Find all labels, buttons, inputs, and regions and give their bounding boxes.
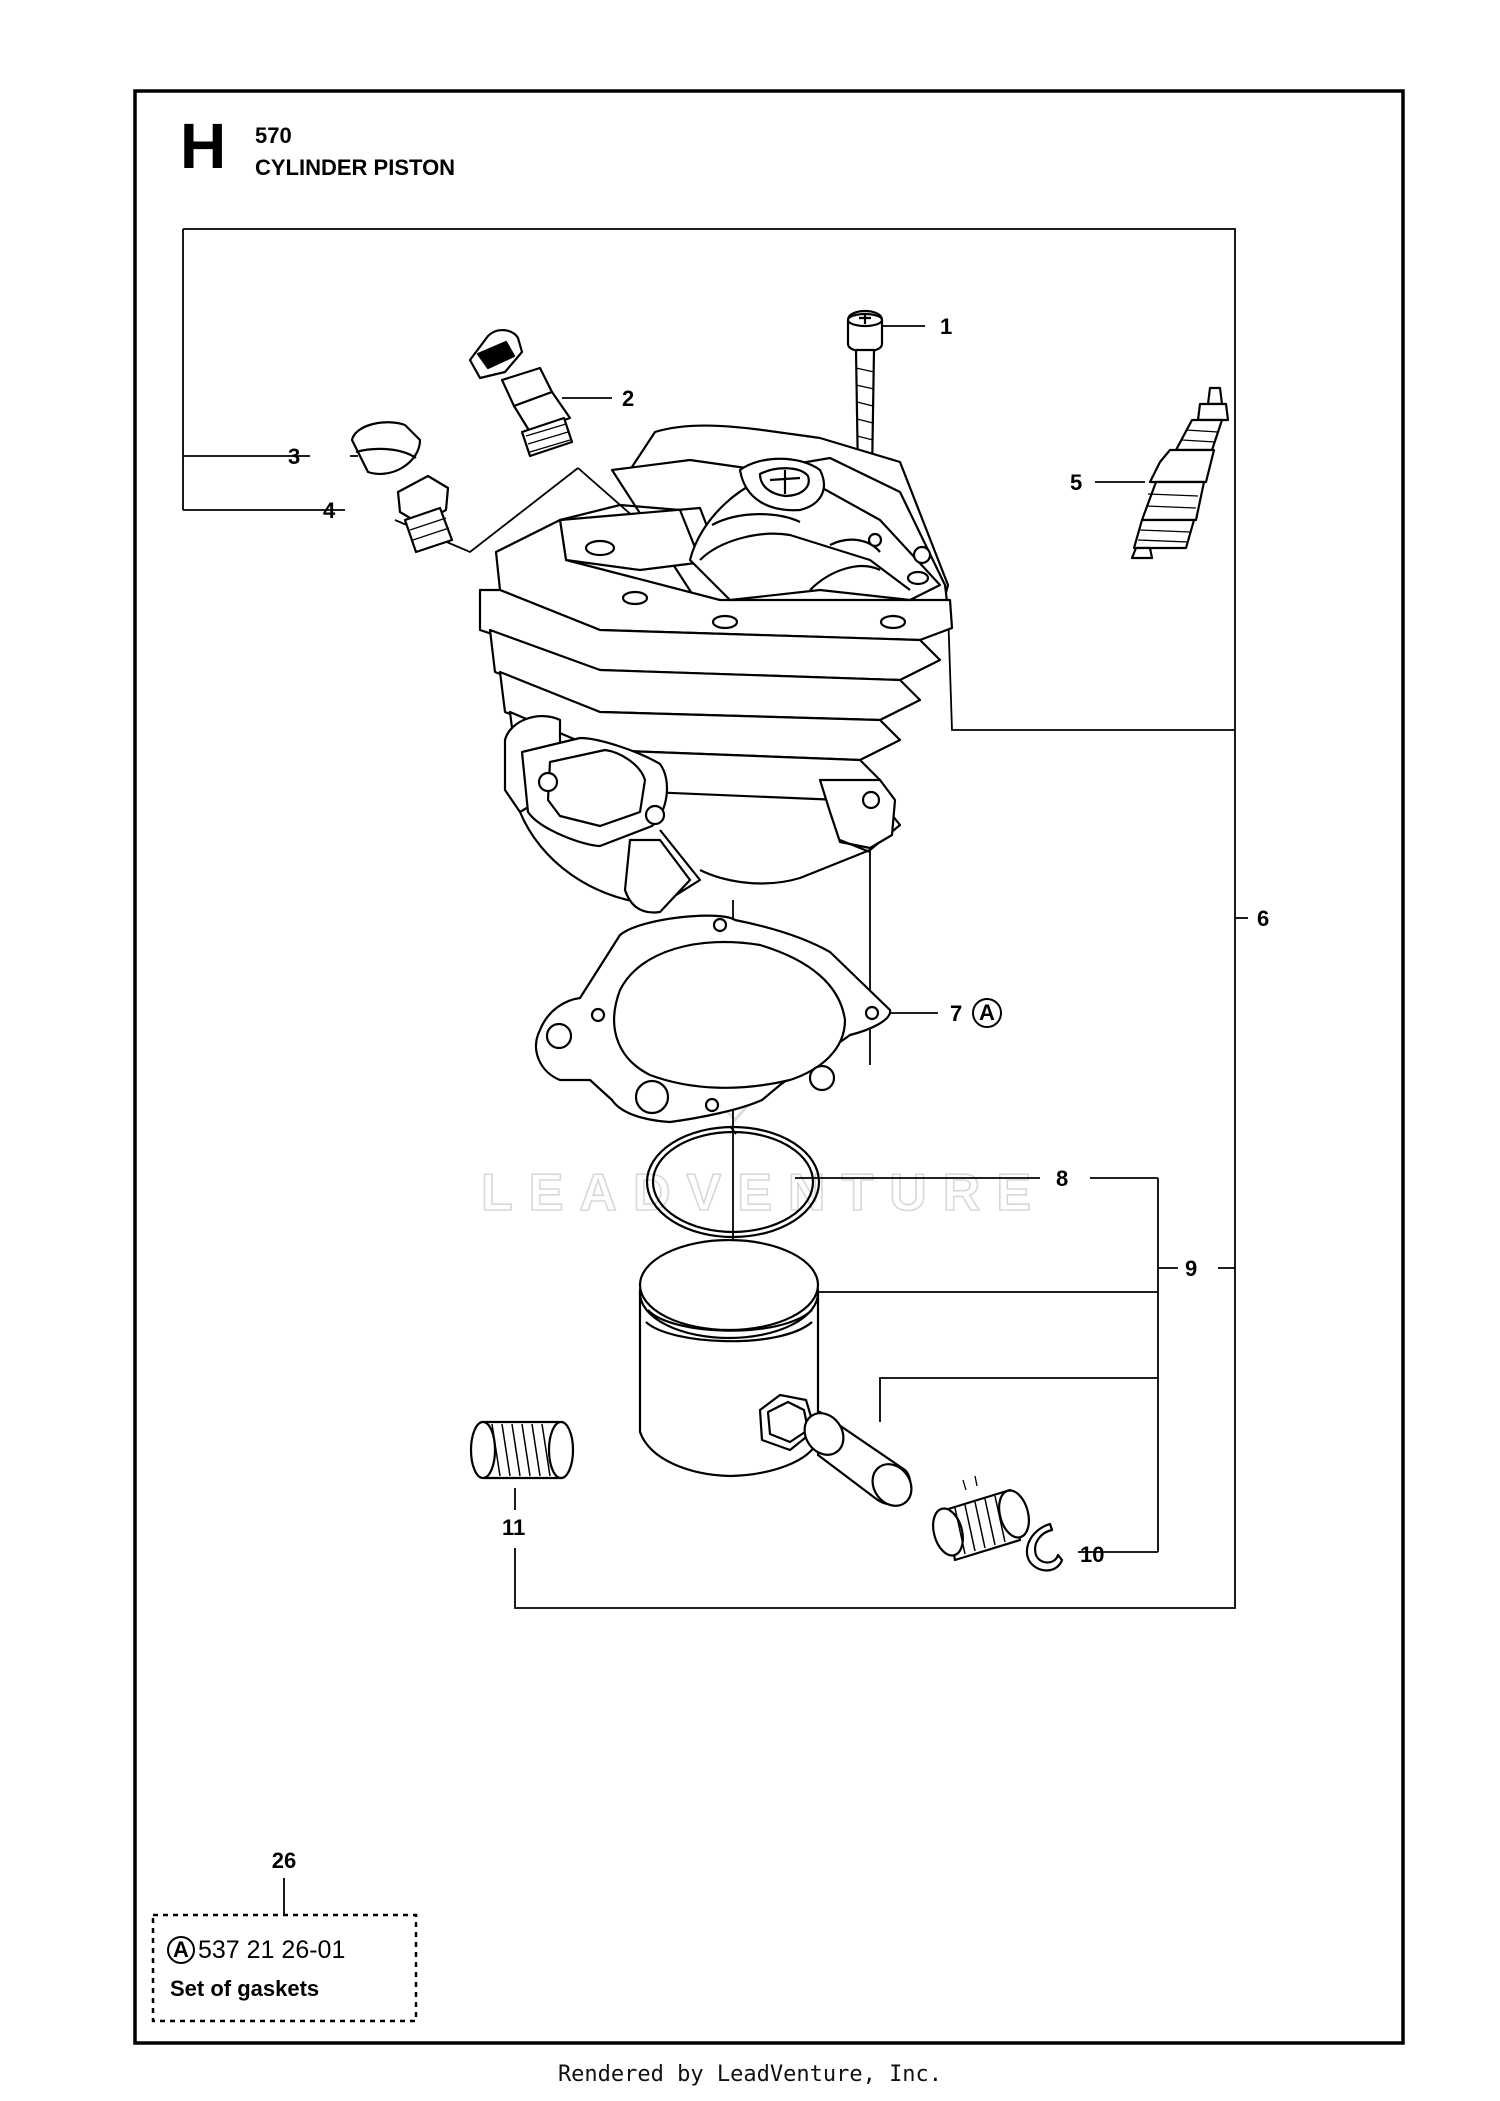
footer-credit: Rendered by LeadVenture, Inc. (557, 2062, 943, 2087)
callout-4: 4 (323, 498, 336, 523)
kit-box-26: 26 A 537 21 26-01 Set of gaskets (151, 1848, 418, 2023)
callout-labels: 1 2 3 4 5 6 7 A 8 9 10 11 (288, 314, 1269, 1567)
section-letter: H (180, 110, 226, 182)
page-title: CYLINDER PISTON (255, 155, 455, 180)
kit-ref-number: 26 (272, 1848, 296, 1873)
part-9-piston (638, 1238, 820, 1478)
svg-text:A: A (979, 1000, 995, 1025)
callout-5: 5 (1070, 470, 1082, 495)
part-drawings (350, 309, 1230, 1572)
callout-9: 9 (1185, 1256, 1197, 1281)
watermark: LEADVENTURE (480, 948, 1047, 1223)
part-10-needle-bearing (932, 1475, 1030, 1562)
part-4-valve-body (396, 474, 454, 554)
callout-6: 6 (1257, 906, 1269, 931)
callout-10: 10 (1080, 1542, 1104, 1567)
part-10-circlip (1025, 1522, 1064, 1572)
part-8-piston-ring (645, 1125, 821, 1239)
part-2-decompression-valve (468, 329, 574, 458)
watermark-text: LEADVENTURE (481, 1164, 1047, 1222)
part-piston-pin (803, 1410, 913, 1507)
callout-7: 7 (950, 1001, 962, 1026)
kit-marker-circle (167, 1936, 195, 1964)
callout-8: 8 (1056, 1166, 1068, 1191)
page-frame (133, 89, 1405, 2045)
callout-1: 1 (940, 314, 952, 339)
callout-3: 3 (288, 444, 300, 469)
part-1-screw (846, 309, 884, 477)
part-3-valve-cap (350, 421, 422, 475)
kit-marker: A (173, 1937, 189, 1962)
part-11-needle-bearing (469, 1420, 575, 1480)
model-number: 570 (255, 123, 292, 148)
part-6-cylinder (478, 424, 954, 914)
kit-description: Set of gaskets (170, 1976, 319, 2001)
callout-7-kit-marker: A (972, 998, 1002, 1028)
callout-11: 11 (502, 1515, 525, 1540)
part-7-cylinder-gasket (535, 914, 892, 1124)
callout-2: 2 (622, 386, 634, 411)
kit-dashed-border (151, 1913, 418, 2023)
part-5-spark-plug (1130, 386, 1230, 560)
kit-part-number: 537 21 26-01 (198, 1936, 345, 1964)
